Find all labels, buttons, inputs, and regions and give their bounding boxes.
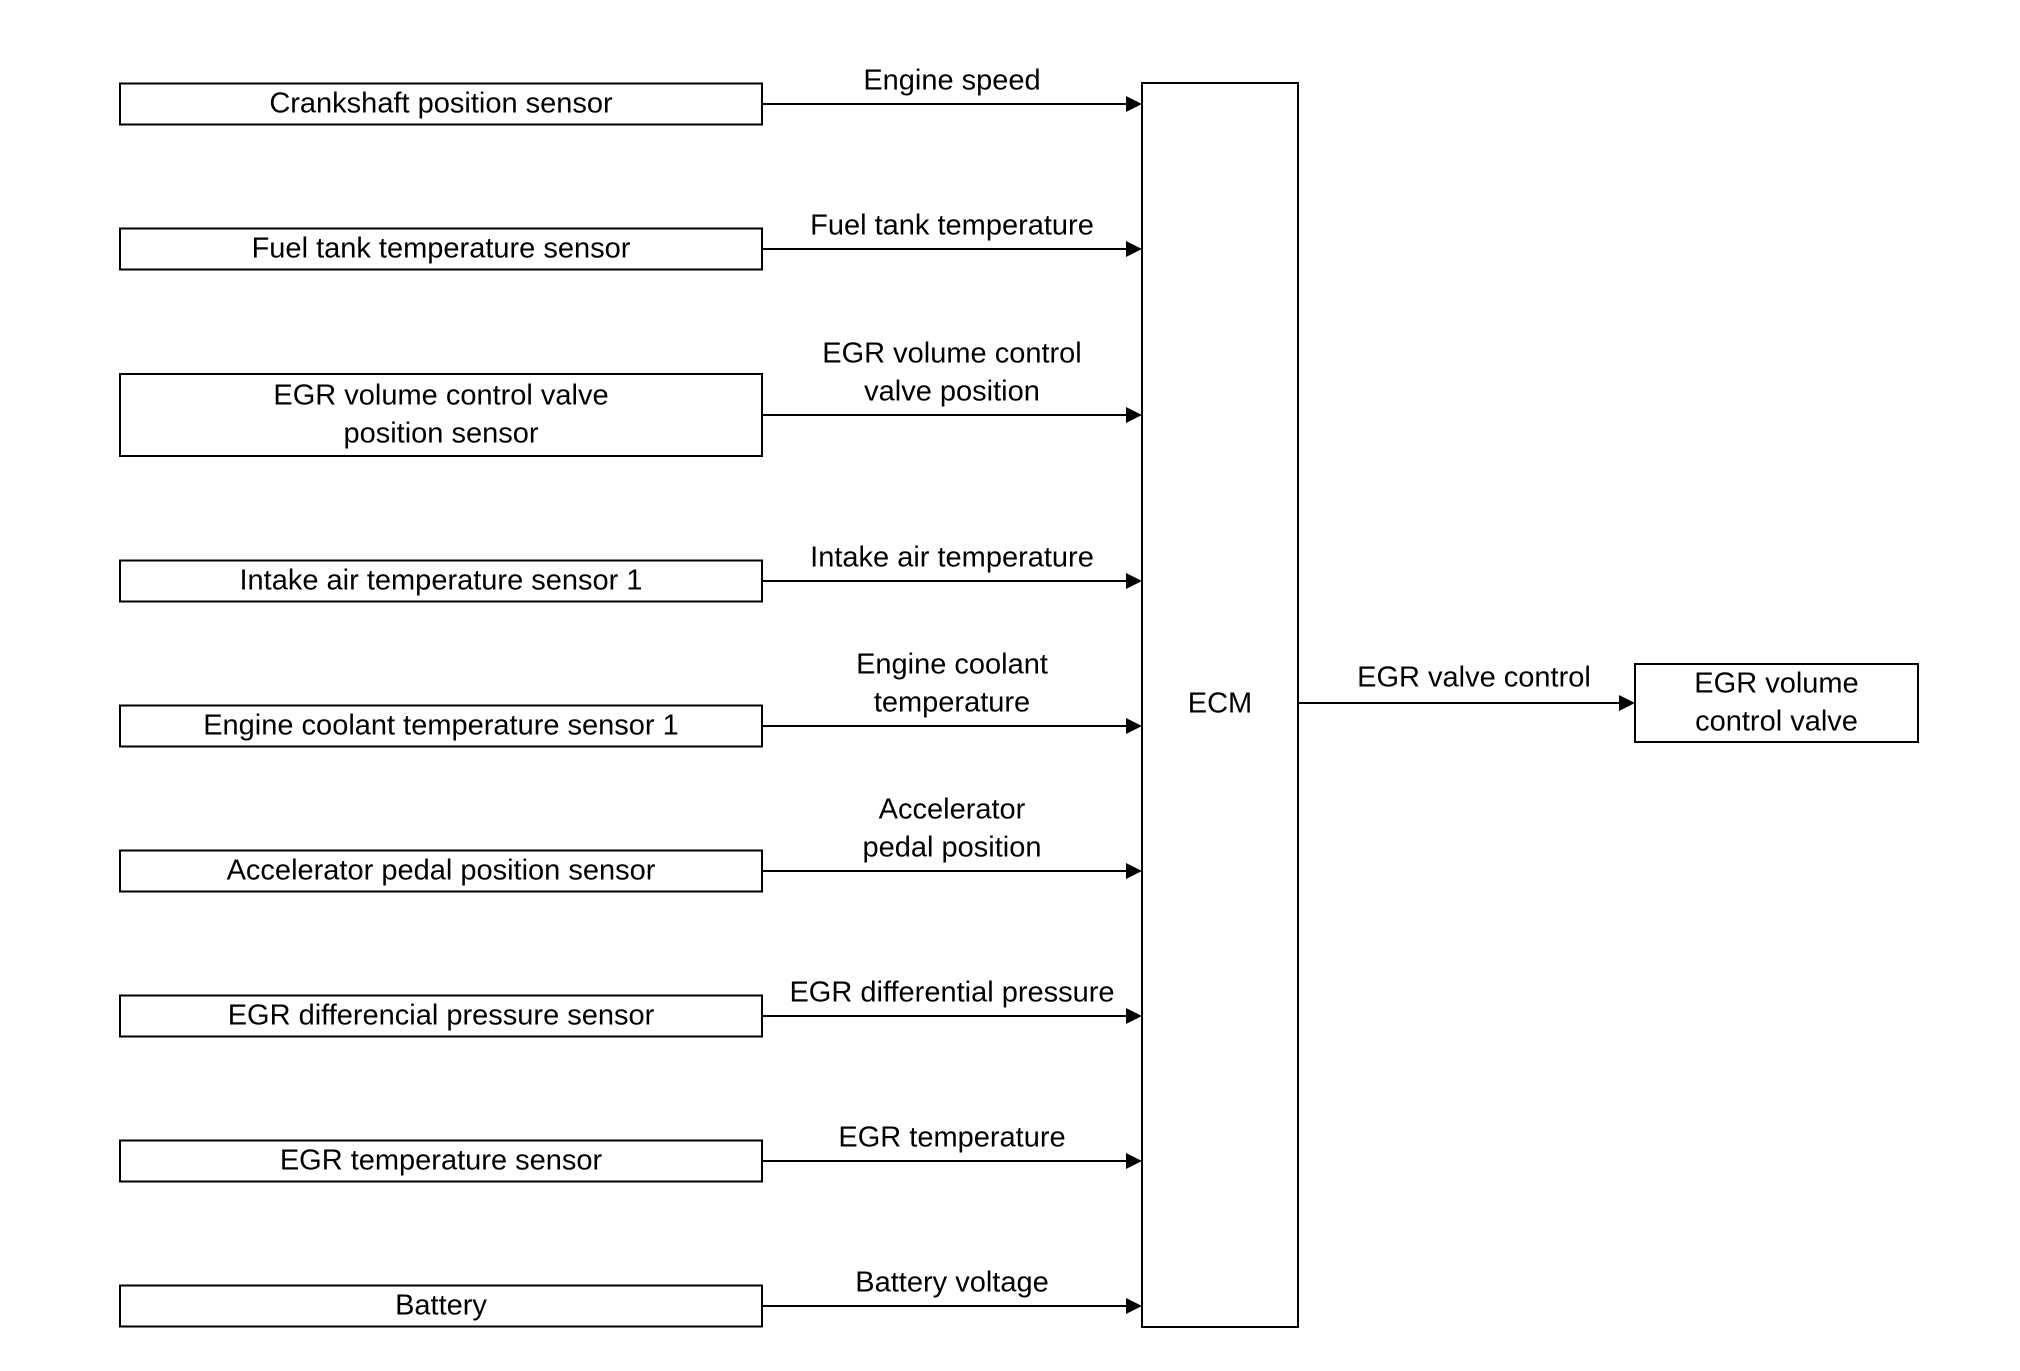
- egr-valve-label: EGR volume: [1694, 668, 1858, 700]
- signal-arrow-head: [1126, 718, 1142, 734]
- signal-label: EGR volume control: [822, 338, 1082, 370]
- sensor-label: Accelerator pedal position sensor: [227, 855, 656, 887]
- input-row: EGR differencial pressure sensor EGR diff…: [119, 977, 1142, 1038]
- sensor-label: Fuel tank temperature sensor: [252, 233, 631, 265]
- sensor-label: Engine coolant temperature sensor 1: [203, 710, 679, 742]
- signal-label: EGR temperature: [838, 1122, 1065, 1154]
- signal-label: Accelerator: [879, 794, 1026, 826]
- egr-valve-label: control valve: [1695, 706, 1858, 738]
- output-group: EGR valve control EGR volume control valve: [1298, 662, 1919, 743]
- signal-label: valve position: [864, 376, 1040, 408]
- input-row: Fuel tank temperature sensor Fuel tank te…: [119, 210, 1142, 271]
- signal-label: Engine coolant: [856, 649, 1048, 681]
- signal-arrow-head: [1126, 241, 1142, 257]
- sensor-label: Intake air temperature sensor 1: [240, 565, 643, 597]
- sensor-box: [119, 373, 763, 457]
- input-row: EGR volume control valve position sensor E…: [119, 338, 1142, 457]
- sensor-label: position sensor: [343, 418, 538, 450]
- signal-label: Battery voltage: [855, 1267, 1048, 1299]
- ecm-box: [1141, 82, 1299, 1328]
- sensor-box: [119, 1284, 763, 1328]
- sensor-label: EGR volume control valve: [273, 380, 608, 412]
- signal-label: EGR differential pressure: [789, 977, 1114, 1009]
- sensor-box: [119, 227, 763, 271]
- input-row: Engine coolant temperature sensor 1 Engin…: [119, 649, 1142, 748]
- sensor-label: EGR differencial pressure sensor: [228, 1000, 655, 1032]
- input-row: Intake air temperature sensor 1 Intake ai…: [119, 542, 1142, 603]
- input-row: Crankshaft position sensor Engine speed: [119, 65, 1142, 126]
- signal-arrow-head: [1126, 96, 1142, 112]
- signal-arrow-head: [1126, 407, 1142, 423]
- signal-arrow-head: [1126, 573, 1142, 589]
- sensor-label: Crankshaft position sensor: [269, 88, 613, 120]
- input-row: EGR temperature sensor EGR temperature: [119, 1122, 1142, 1183]
- output-signal-label: EGR valve control: [1357, 662, 1591, 694]
- egr-valve-box: [1634, 663, 1919, 743]
- input-row: Battery Battery voltage: [119, 1267, 1142, 1328]
- ecm-label: ECM: [1188, 688, 1252, 720]
- sensor-box: [119, 994, 763, 1038]
- signal-label: Fuel tank temperature: [810, 210, 1094, 242]
- sensor-box: [119, 82, 763, 126]
- sensor-label: EGR temperature sensor: [280, 1145, 603, 1177]
- sensor-label: Battery: [395, 1290, 487, 1322]
- input-row: Accelerator pedal position sensor Acceler…: [119, 794, 1142, 893]
- signal-label: Intake air temperature: [810, 542, 1094, 574]
- input-sensors-group: Crankshaft position sensor Engine speedFu…: [119, 65, 1142, 1328]
- signal-arrow-head: [1126, 1153, 1142, 1169]
- signal-arrow-head: [1126, 863, 1142, 879]
- signal-label: Engine speed: [863, 65, 1040, 97]
- signal-arrow-head: [1126, 1298, 1142, 1314]
- signal-label: temperature: [874, 687, 1030, 719]
- signal-arrow-head: [1126, 1008, 1142, 1024]
- sensor-box: [119, 559, 763, 603]
- output-arrow-head: [1619, 695, 1635, 711]
- signal-label: pedal position: [863, 832, 1042, 864]
